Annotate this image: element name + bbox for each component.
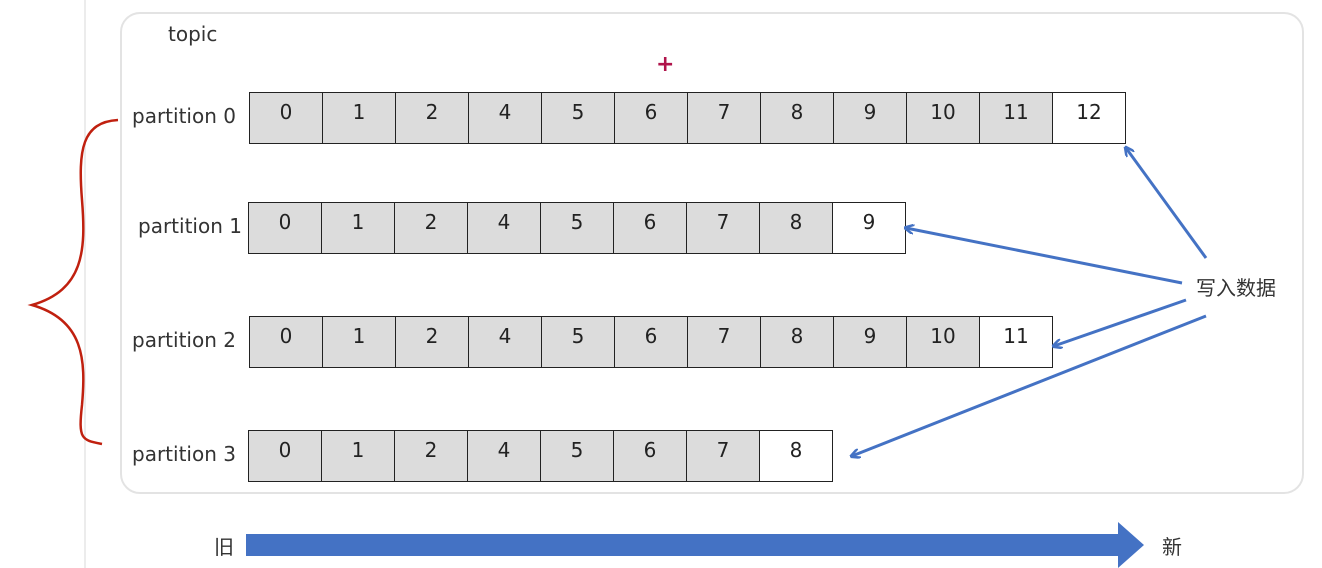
- timeline-old-label: 旧: [214, 535, 234, 559]
- latest-offset-cell: 12: [1052, 92, 1126, 144]
- offset-cell: 5: [541, 92, 615, 144]
- partition-label: partition 1: [138, 214, 242, 238]
- offset-value: 4: [498, 100, 512, 124]
- offset-cell: 4: [468, 316, 542, 368]
- offset-value: 7: [716, 438, 730, 462]
- offset-cell: 6: [614, 92, 688, 144]
- offset-value: 4: [497, 438, 511, 462]
- offset-cell: 4: [468, 92, 542, 144]
- offset-value: 1: [352, 100, 366, 124]
- offset-cell: 7: [687, 92, 761, 144]
- offset-cell: 1: [322, 316, 396, 368]
- offset-cell: 2: [395, 92, 469, 144]
- offset-value: 5: [571, 100, 585, 124]
- offset-value: 0: [278, 210, 292, 234]
- offset-value: 0: [279, 324, 293, 348]
- offset-value: 4: [498, 324, 512, 348]
- offset-value: 10: [930, 324, 956, 348]
- topic-label: topic: [168, 22, 218, 46]
- offset-value: 11: [1003, 100, 1029, 124]
- timeline-arrow: [246, 522, 1144, 568]
- offset-cell: 8: [759, 202, 833, 254]
- offset-cell: 5: [540, 202, 614, 254]
- offset-value: 9: [863, 324, 877, 348]
- offset-value: 9: [862, 210, 876, 234]
- offset-value: 10: [930, 100, 956, 124]
- offset-value: 0: [279, 100, 293, 124]
- offset-cell: 10: [906, 316, 980, 368]
- left-margin-rule: [84, 0, 86, 568]
- offset-value: 7: [716, 210, 730, 234]
- offset-cell: 0: [249, 316, 323, 368]
- offset-value: 9: [863, 100, 877, 124]
- partition-label: partition 2: [132, 328, 236, 352]
- offset-value: 6: [643, 210, 657, 234]
- partition-label: partition 0: [132, 104, 236, 128]
- timeline-new-label: 新: [1162, 535, 1182, 559]
- offset-value: 5: [570, 438, 584, 462]
- offset-value: 8: [790, 100, 804, 124]
- offset-value: 4: [497, 210, 511, 234]
- latest-offset-cell: 9: [832, 202, 906, 254]
- offset-cell: 8: [760, 316, 834, 368]
- offset-cell: 4: [467, 430, 541, 482]
- offset-cell: 2: [395, 316, 469, 368]
- offset-cell: 1: [321, 202, 395, 254]
- offset-value: 5: [571, 324, 585, 348]
- write-arrow-partition-1: [906, 228, 1183, 285]
- offset-cell: 5: [540, 430, 614, 482]
- offset-value: 6: [643, 438, 657, 462]
- offset-value: 2: [424, 210, 438, 234]
- offset-cell: 0: [249, 92, 323, 144]
- offset-cell: 6: [614, 316, 688, 368]
- offset-value: 12: [1076, 100, 1102, 124]
- offset-cell: 6: [613, 202, 687, 254]
- offset-cell: 8: [760, 92, 834, 144]
- offset-value: 1: [352, 324, 366, 348]
- offset-cell: 10: [906, 92, 980, 144]
- write-arrow-partition-2: [1054, 298, 1187, 346]
- offset-value: 2: [425, 324, 439, 348]
- offset-value: 1: [351, 438, 365, 462]
- offset-cell: 1: [321, 430, 395, 482]
- offset-value: 2: [424, 438, 438, 462]
- offset-value: 0: [278, 438, 292, 462]
- partition-label: partition 3: [132, 442, 236, 466]
- offset-cell: 2: [394, 430, 468, 482]
- offset-value: 7: [717, 324, 731, 348]
- plus-mark: +: [656, 52, 675, 77]
- offset-value: 5: [570, 210, 584, 234]
- offset-cell: 7: [686, 430, 760, 482]
- partition-brace: [27, 118, 119, 446]
- offset-cell: 2: [394, 202, 468, 254]
- offset-cell: 5: [541, 316, 615, 368]
- write-arrow-partition-3: [852, 314, 1207, 456]
- write-arrow-partition-0: [1126, 148, 1208, 259]
- offset-value: 8: [789, 210, 803, 234]
- offset-cell: 6: [613, 430, 687, 482]
- offset-value: 8: [789, 438, 803, 462]
- offset-cell: 4: [467, 202, 541, 254]
- offset-cell: 7: [687, 316, 761, 368]
- latest-offset-cell: 8: [759, 430, 833, 482]
- offset-value: 11: [1003, 324, 1029, 348]
- offset-value: 6: [644, 100, 658, 124]
- offset-cell: 11: [979, 92, 1053, 144]
- offset-value: 2: [425, 100, 439, 124]
- offset-value: 7: [717, 100, 731, 124]
- offset-cell: 9: [833, 92, 907, 144]
- offset-cell: 9: [833, 316, 907, 368]
- offset-value: 6: [644, 324, 658, 348]
- offset-cell: 7: [686, 202, 760, 254]
- write-data-label: 写入数据: [1196, 276, 1276, 300]
- offset-value: 8: [790, 324, 804, 348]
- offset-value: 1: [351, 210, 365, 234]
